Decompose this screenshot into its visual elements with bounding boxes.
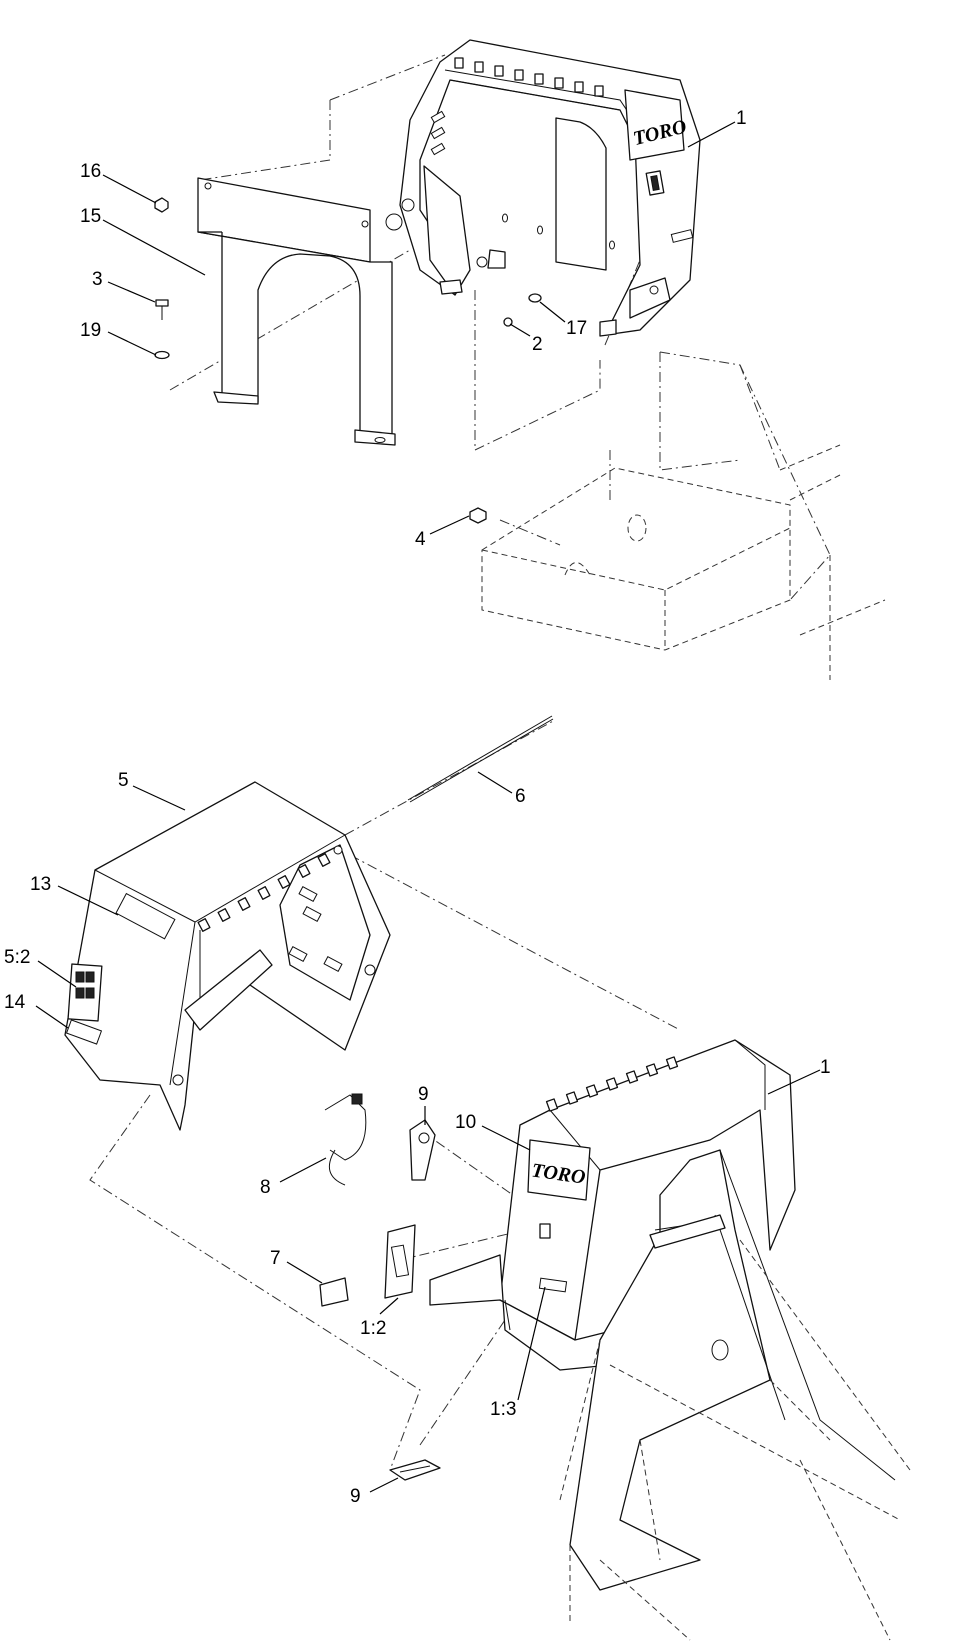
- part-8-harness: [324, 1094, 367, 1161]
- callout-3: 3: [92, 269, 103, 290]
- part-3-bolt-head: [155, 299, 169, 307]
- callout-10: 10: [455, 1112, 476, 1133]
- callout-5: 5: [118, 770, 129, 791]
- callout-8: 8: [260, 1177, 271, 1198]
- part-1-upper-housing: TORO: [385, 39, 701, 337]
- part-17-washer: [528, 293, 542, 303]
- callout-4: 4: [415, 529, 426, 550]
- callout-7: 7: [270, 1248, 281, 1269]
- bottom-hidden-lines: [89, 719, 681, 1471]
- top-hardware: [154, 197, 542, 524]
- callout-2: 2: [532, 334, 543, 355]
- part-15-rear-panel: [197, 177, 396, 446]
- callout-5-2: 5:2: [4, 947, 30, 968]
- callout-9-bottom: 9: [350, 1486, 361, 1507]
- callout-1-bottom: 1: [820, 1057, 831, 1078]
- callout-1-2: 1:2: [360, 1318, 386, 1339]
- toro-logo-plate-bottom: [527, 1139, 591, 1201]
- part-5-front-cover: [64, 781, 391, 1131]
- bottom-frame: [559, 1149, 911, 1641]
- callout-9-top: 9: [418, 1084, 429, 1105]
- callout-14: 14: [4, 992, 26, 1013]
- callout-labels: 1 16 15 3 19 2 17 4 6 5 13 5:2 14 1 9 10…: [4, 108, 831, 1507]
- top-hinge-knuckles: [454, 57, 604, 97]
- toro-logo-plate-top: [624, 89, 685, 161]
- callout-16: 16: [80, 161, 101, 182]
- part-16-nut: [154, 197, 169, 213]
- callout-6: 6: [515, 786, 526, 807]
- callout-1-top: 1: [736, 108, 747, 129]
- callout-19: 19: [80, 320, 101, 341]
- part-19-washer: [154, 350, 170, 360]
- part-9-spacer-top: [409, 1119, 436, 1181]
- bottom-hardware: [319, 1093, 441, 1481]
- callout-13: 13: [30, 874, 51, 895]
- leader-lines: [35, 121, 821, 1493]
- bottom-hinge-knuckles-5: [197, 853, 331, 932]
- part-1-lower-housing: TORO: [429, 1039, 796, 1371]
- callout-17: 17: [566, 318, 587, 339]
- part-6-hinge-pin: [407, 715, 554, 803]
- part-9-spacer-bottom: [389, 1459, 441, 1481]
- top-frame-dashed: [481, 351, 886, 680]
- part-4-nut: [469, 507, 487, 524]
- bottom-hinge-knuckles-1: [545, 1056, 679, 1112]
- callout-1-3: 1:3: [490, 1399, 516, 1420]
- part-7-switch: [319, 1277, 349, 1307]
- callout-15: 15: [80, 206, 101, 227]
